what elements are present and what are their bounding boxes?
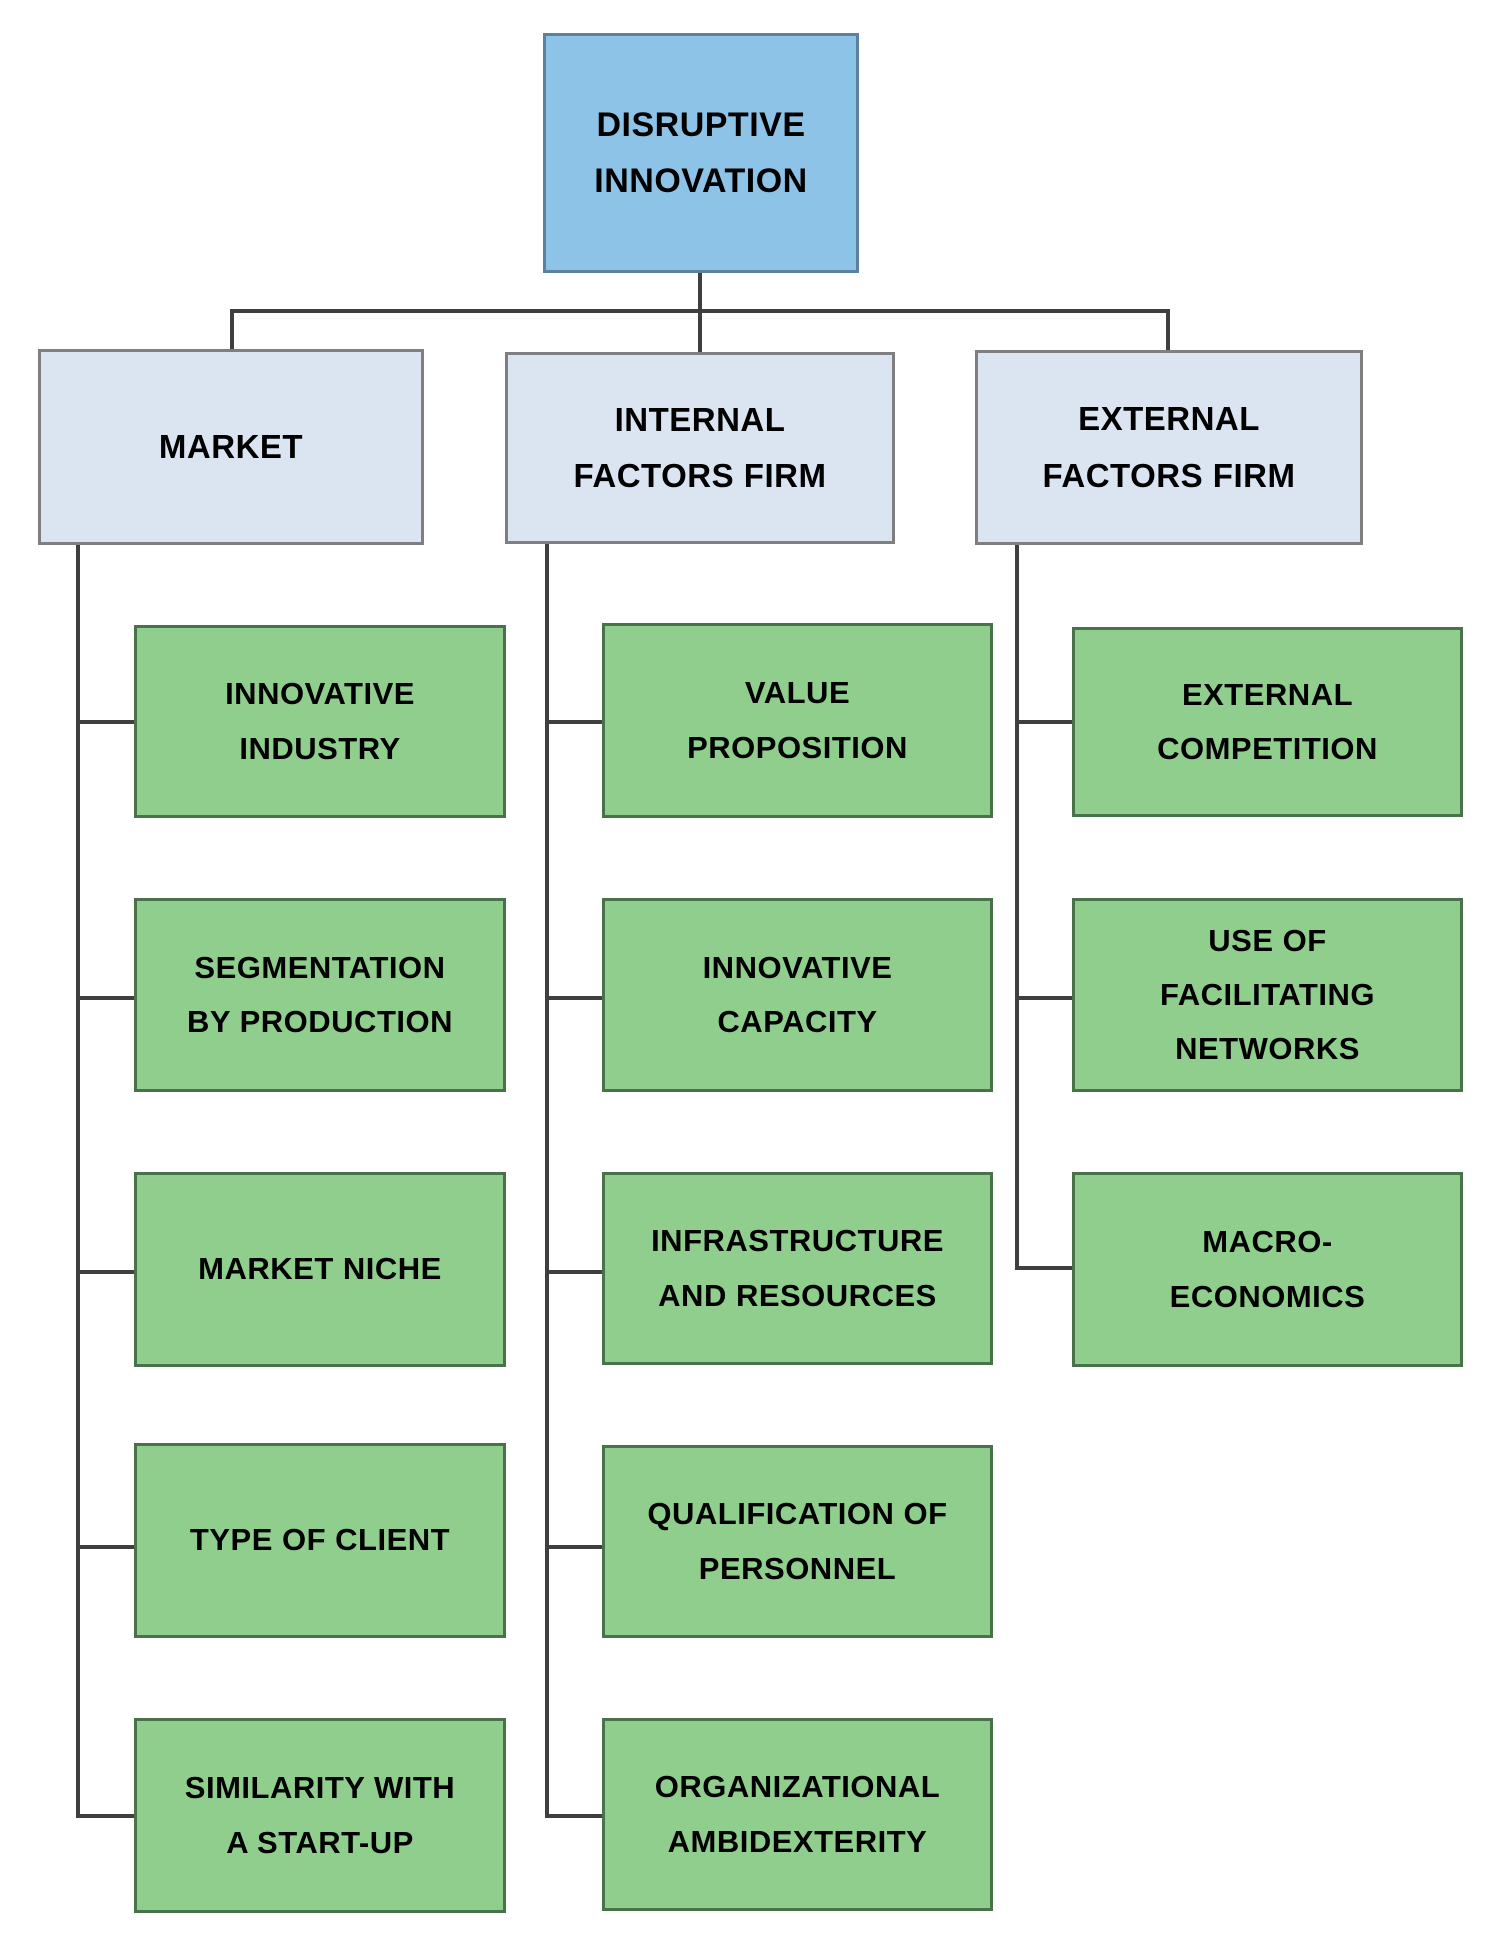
connector-stub-value-proposition xyxy=(545,720,602,724)
node-qualification-of-personnel: QUALIFICATION OF PERSONNEL xyxy=(602,1445,993,1638)
connector-stub-organizational-ambidexterity xyxy=(545,1814,602,1818)
connector-root-stem xyxy=(698,273,702,354)
connector-stub-innovative-industry xyxy=(76,720,134,724)
connector-drop-market xyxy=(230,309,234,351)
node-macro-economics: MACRO- ECONOMICS xyxy=(1072,1172,1463,1367)
node-market: MARKET xyxy=(38,349,424,545)
connector-stub-segmentation-by-production xyxy=(76,996,134,1000)
node-similarity-with-a-start-up: SIMILARITY WITH A START-UP xyxy=(134,1718,506,1913)
node-innovative-capacity: INNOVATIVE CAPACITY xyxy=(602,898,993,1092)
connector-stub-external-competition xyxy=(1015,720,1072,724)
connector-stub-similarity-with-a-start-up xyxy=(76,1814,134,1818)
connector-trunk-internal xyxy=(545,543,549,1818)
connector-stub-qualification-of-personnel xyxy=(545,1545,602,1549)
connector-trunk-market xyxy=(76,545,80,1818)
connector-stub-market-niche xyxy=(76,1270,134,1274)
connector-stub-use-of-facilitating-networks xyxy=(1015,996,1072,1000)
node-segmentation-by-production: SEGMENTATION BY PRODUCTION xyxy=(134,898,506,1092)
connector-stub-infrastructure-and-resources xyxy=(545,1270,602,1274)
connector-stub-innovative-capacity xyxy=(545,996,602,1000)
connector-stub-macro-economics xyxy=(1015,1266,1072,1270)
node-innovative-industry: INNOVATIVE INDUSTRY xyxy=(134,625,506,818)
node-external-competition: EXTERNAL COMPETITION xyxy=(1072,627,1463,817)
node-type-of-client: TYPE OF CLIENT xyxy=(134,1443,506,1638)
connector-drop-external xyxy=(1166,309,1170,352)
connector-stub-type-of-client xyxy=(76,1545,134,1549)
node-market-niche: MARKET NICHE xyxy=(134,1172,506,1367)
node-infrastructure-and-resources: INFRASTRUCTURE AND RESOURCES xyxy=(602,1172,993,1365)
connector-level1-bus xyxy=(230,309,1170,313)
node-disruptive-innovation: DISRUPTIVE INNOVATION xyxy=(543,33,859,273)
connector-trunk-external xyxy=(1015,545,1019,1270)
node-value-proposition: VALUE PROPOSITION xyxy=(602,623,993,818)
node-internal-factors-firm: INTERNAL FACTORS FIRM xyxy=(505,352,895,544)
node-external-factors-firm: EXTERNAL FACTORS FIRM xyxy=(975,350,1363,545)
node-use-of-facilitating-networks: USE OF FACILITATING NETWORKS xyxy=(1072,898,1463,1092)
node-organizational-ambidexterity: ORGANIZATIONAL AMBIDEXTERITY xyxy=(602,1718,993,1911)
